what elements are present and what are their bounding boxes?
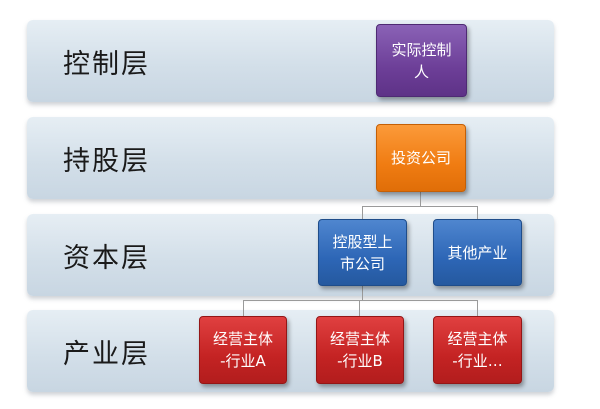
layer-control-label: 控制层 (63, 48, 150, 80)
layer-holding-label: 持股层 (63, 145, 150, 177)
node-other-industry: 其他产业 (433, 219, 522, 286)
layer-capital-label: 资本层 (63, 242, 150, 274)
node-operating-entity-b: 经营主体 -行业B (316, 316, 404, 384)
connector-industry-bar (243, 300, 478, 301)
layer-industry-label: 产业层 (63, 338, 150, 370)
connector-capital-bar (362, 206, 477, 207)
connector-capital-to-industry-stem (362, 286, 363, 300)
node-listed-company: 控股型上 市公司 (318, 219, 407, 286)
connector-holding-to-capital-stem (420, 192, 421, 206)
layer-control-band: 控制层 (27, 20, 554, 102)
node-actual-controller-line1: 实际控制 (391, 40, 452, 59)
layer-holding-band: 持股层 (27, 117, 554, 199)
node-operating-entity-a-line1: 经营主体 (212, 330, 273, 348)
node-operating-entity-b-line1: 经营主体 (329, 330, 390, 348)
node-operating-entity-other-line1: 经营主体 (447, 330, 508, 348)
node-listed-company-line2: 市公司 (339, 254, 385, 273)
node-operating-entity-other-line2: -行业… (452, 352, 503, 370)
node-actual-controller-line2: 人 (413, 62, 429, 81)
connector-to-listed-company (362, 206, 363, 219)
node-operating-entity-b-line2: -行业B (337, 352, 383, 370)
node-operating-entity-a-line2: -行业A (220, 352, 266, 370)
connector-to-other-industry (477, 206, 478, 219)
node-other-industry-label: 其他产业 (447, 243, 508, 262)
connector-to-op-b (359, 300, 360, 316)
node-operating-entity-other: 经营主体 -行业… (433, 316, 522, 384)
node-actual-controller: 实际控制 人 (376, 24, 467, 97)
node-operating-entity-a: 经营主体 -行业A (199, 316, 287, 384)
node-listed-company-line1: 控股型上 (332, 232, 393, 251)
connector-to-op-c (477, 300, 478, 316)
connector-to-op-a (243, 300, 244, 316)
node-investment-company-label: 投资公司 (390, 149, 451, 167)
node-investment-company: 投资公司 (376, 124, 466, 192)
